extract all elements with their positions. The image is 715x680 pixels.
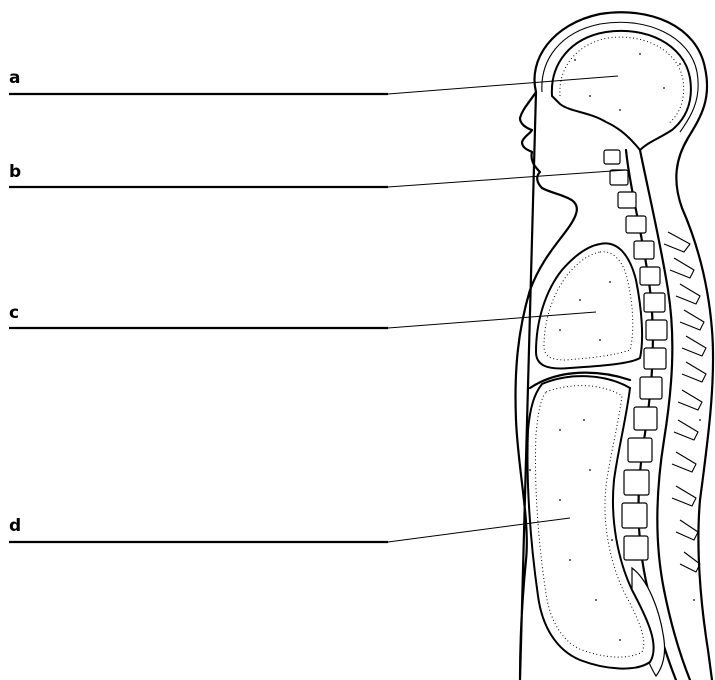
vertebra xyxy=(622,503,647,528)
label-c-group: c xyxy=(9,303,596,328)
cranial-cavity xyxy=(552,31,691,150)
vertebra xyxy=(628,438,652,462)
vertebra xyxy=(624,470,649,495)
vertebra xyxy=(604,150,620,164)
vertebra xyxy=(646,320,667,340)
label-d-group: d xyxy=(9,516,570,542)
label-b-leader xyxy=(388,170,626,187)
vertebra xyxy=(610,170,628,185)
label-b: b xyxy=(9,162,21,182)
vertebra xyxy=(634,241,654,259)
label-a: a xyxy=(9,68,20,88)
vertebra xyxy=(624,536,648,560)
label-d: d xyxy=(9,516,21,536)
thoracic-cavity xyxy=(536,243,642,368)
label-c: c xyxy=(9,303,19,323)
vertebra xyxy=(634,407,657,430)
vertebra xyxy=(618,192,636,208)
vertebra xyxy=(626,216,646,233)
vertebra xyxy=(640,377,662,399)
label-a-group: a xyxy=(9,68,618,94)
vertebra xyxy=(644,348,666,369)
vertebra xyxy=(640,267,660,285)
vertebra xyxy=(644,293,665,312)
